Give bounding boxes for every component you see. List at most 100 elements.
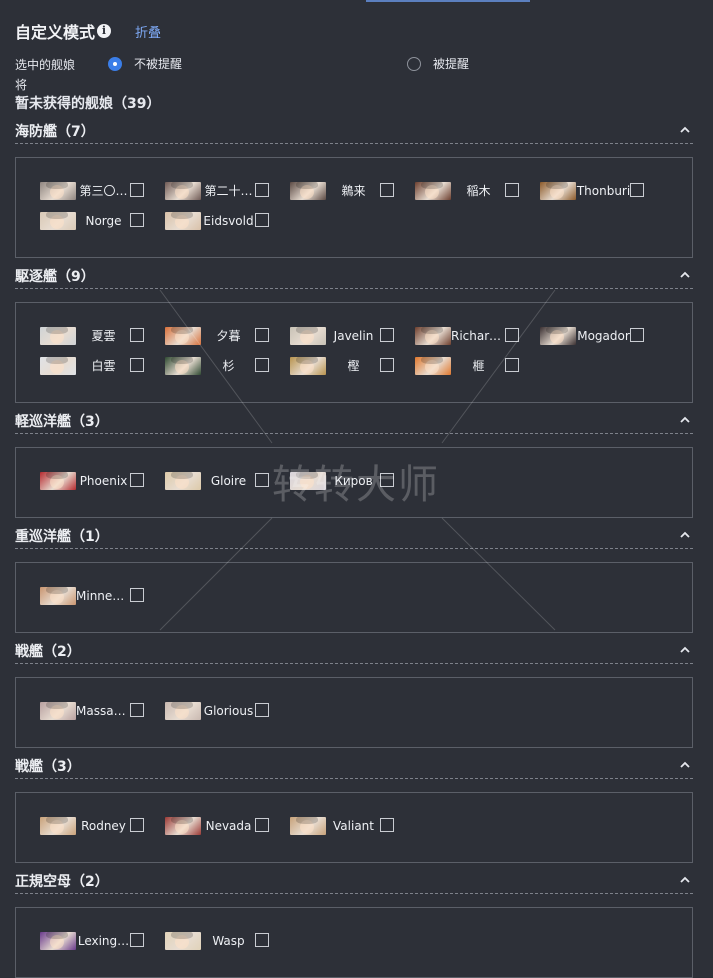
ship-item: 第二十…: [165, 180, 275, 202]
ship-checkbox[interactable]: [130, 358, 144, 372]
ship-checkbox[interactable]: [255, 473, 269, 487]
ship-avatar: [540, 182, 576, 200]
ship-item: Wasp: [165, 930, 275, 952]
ship-name: Киров: [334, 474, 373, 488]
group-box: Lexing… Wasp: [15, 907, 693, 978]
ship-avatar: [290, 472, 326, 490]
ship-avatar: [165, 817, 201, 835]
chevron-up-icon[interactable]: [679, 759, 691, 771]
group-title: 正規空母（2）: [15, 874, 109, 890]
ship-item: Thonburi: [540, 180, 650, 202]
mode-label: 选中的舰娘: [15, 58, 76, 72]
chevron-up-icon[interactable]: [679, 124, 691, 136]
ship-item: Lexing…: [40, 930, 150, 952]
ship-item: Gloire: [165, 470, 275, 492]
radio-dot[interactable]: [108, 56, 122, 71]
ship-checkbox[interactable]: [130, 588, 144, 602]
ship-avatar: [165, 212, 201, 230]
ship-checkbox[interactable]: [255, 213, 269, 227]
ship-name: 鵜来: [341, 184, 366, 198]
ship-checkbox[interactable]: [630, 183, 644, 197]
ship-checkbox[interactable]: [255, 703, 269, 717]
ship-avatar: [40, 817, 76, 835]
ship-checkbox[interactable]: [130, 213, 144, 227]
group-header: 正規空母（2）: [15, 871, 693, 894]
ship-checkbox[interactable]: [130, 473, 144, 487]
ship-checkbox[interactable]: [255, 358, 269, 372]
ship-name: Norge: [85, 214, 122, 228]
group-title: 軽巡洋艦（3）: [15, 414, 109, 430]
ship-checkbox[interactable]: [130, 703, 144, 717]
ship-name: Nevada: [205, 819, 252, 833]
radio-remind[interactable]: 被提醒: [407, 55, 469, 72]
ship-checkbox[interactable]: [255, 328, 269, 342]
ship-name: 夏雲: [91, 329, 116, 343]
ship-avatar: [290, 357, 326, 375]
ship-checkbox[interactable]: [505, 183, 519, 197]
ship-checkbox[interactable]: [130, 818, 144, 832]
ship-checkbox[interactable]: [380, 358, 394, 372]
ship-item: Massac…: [40, 700, 150, 722]
group-box: Minnea…: [15, 562, 693, 633]
ship-avatar: [165, 327, 201, 345]
ship-checkbox[interactable]: [380, 183, 394, 197]
ship-avatar: [40, 327, 76, 345]
ship-checkbox[interactable]: [255, 818, 269, 832]
ship-avatar: [165, 357, 201, 375]
ship-avatar: [415, 182, 451, 200]
ship-name: Javelin: [333, 329, 374, 343]
ship-checkbox[interactable]: [505, 358, 519, 372]
ship-checkbox[interactable]: [505, 328, 519, 342]
ship-name: Eidsvold: [203, 214, 254, 228]
ship-avatar: [40, 357, 76, 375]
chevron-up-icon[interactable]: [679, 874, 691, 886]
ship-name: Phoenix: [79, 474, 128, 488]
ship-avatar: [40, 587, 76, 605]
ship-item: Glorious: [165, 700, 275, 722]
ship-avatar: [165, 932, 201, 950]
ship-name: Gloire: [210, 474, 247, 488]
ship-checkbox[interactable]: [130, 933, 144, 947]
mode-label-suffix: 将: [15, 78, 28, 92]
ship-name: Mogador: [577, 329, 630, 343]
ship-checkbox[interactable]: [130, 183, 144, 197]
chevron-up-icon[interactable]: [679, 529, 691, 541]
ship-checkbox[interactable]: [130, 328, 144, 342]
ship-item: Eidsvold: [165, 210, 275, 232]
ship-avatar: [165, 182, 201, 200]
ship-name: 白雲: [91, 359, 116, 373]
ship-item: 稲木: [415, 180, 525, 202]
radio-dot[interactable]: [407, 56, 421, 71]
group-title: 重巡洋艦（1）: [15, 529, 109, 545]
ship-avatar: [40, 472, 76, 490]
ship-checkbox[interactable]: [255, 933, 269, 947]
ship-checkbox[interactable]: [380, 328, 394, 342]
ship-item: 夕暮: [165, 325, 275, 347]
ship-avatar: [40, 182, 76, 200]
ship-item: Mogador: [540, 325, 650, 347]
chevron-up-icon[interactable]: [679, 644, 691, 656]
ship-avatar: [40, 702, 76, 720]
radio-no-remind[interactable]: 不被提醒: [108, 55, 182, 72]
ship-checkbox[interactable]: [630, 328, 644, 342]
ship-name: 杉: [222, 359, 235, 373]
ship-name: 榧: [472, 359, 485, 373]
collapse-link[interactable]: 折叠: [135, 25, 162, 41]
ship-item: Киров: [290, 470, 400, 492]
group-box: Massac… Glorious: [15, 677, 693, 748]
mode-selector: 选中的舰娘 将 不被提醒 被提醒: [15, 55, 705, 92]
ship-name: Glorious: [203, 704, 254, 718]
ship-checkbox[interactable]: [380, 818, 394, 832]
ship-avatar: [415, 327, 451, 345]
group-header: 海防艦（7）: [15, 121, 693, 144]
info-icon[interactable]: i: [97, 24, 112, 38]
title-row: 自定义模式 i 折叠: [15, 20, 161, 42]
chevron-up-icon[interactable]: [679, 414, 691, 426]
chevron-up-icon[interactable]: [679, 269, 691, 281]
ship-checkbox[interactable]: [380, 473, 394, 487]
ship-checkbox[interactable]: [255, 183, 269, 197]
ship-item: Richard…: [415, 325, 525, 347]
group-header: 戦艦（3）: [15, 756, 693, 779]
